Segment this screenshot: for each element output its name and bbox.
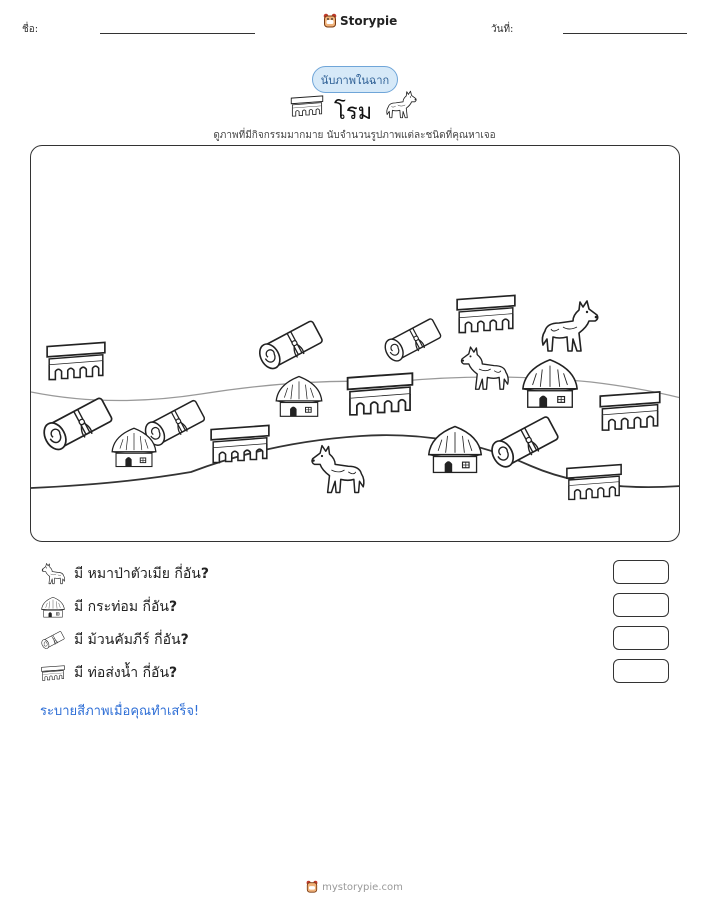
wolf-icon (311, 444, 365, 494)
hut-icon (522, 358, 578, 409)
question-wolf: มี หมาป่าตัวเมีย กี่อัน? (40, 560, 209, 588)
hut-icon (427, 425, 483, 474)
date-line[interactable] (563, 33, 687, 34)
scroll-icon (39, 395, 115, 454)
answer-box-aqueduct[interactable] (613, 659, 669, 683)
question-hut: มี กระท่อม กี่อัน? (40, 593, 177, 621)
question-text: มี กระท่อม กี่อัน (74, 599, 169, 615)
aqueduct-icon (210, 424, 270, 464)
wolf-icon (541, 300, 599, 352)
wolf-icon (40, 561, 66, 587)
question-mark: ? (180, 632, 189, 648)
wolf-icon (385, 90, 419, 120)
storypie-bear-icon (306, 880, 318, 893)
aqueduct-icon (46, 341, 106, 381)
hut-icon (40, 594, 66, 620)
question-text: มี ท่อส่งน้ำ กี่อัน (74, 665, 170, 681)
brand-logo: Storypie (323, 13, 397, 29)
scroll-icon (255, 318, 325, 374)
page-title: โรม (334, 100, 373, 125)
instruction-text: ดูภาพที่มีกิจกรรมมากมาย นับจำนวนรูปภาพแต… (213, 130, 496, 141)
question-mark: ? (168, 599, 178, 615)
brand-name: Storypie (340, 14, 398, 28)
wolf-icon (460, 346, 509, 390)
counting-scene (30, 145, 680, 542)
question-text: มี หมาป่าตัวเมีย กี่อัน (74, 566, 201, 582)
coloring-note: ระบายสีภาพเมื่อคุณทำเสร็จ! (40, 704, 200, 719)
question-aqueduct: มี ท่อส่งน้ำ กี่อัน? (40, 659, 177, 687)
answer-box-hut[interactable] (613, 593, 669, 617)
aqueduct-icon (40, 660, 66, 686)
storypie-bear-icon (323, 13, 337, 28)
scroll-icon (40, 627, 66, 653)
aqueduct-icon (599, 390, 661, 432)
aqueduct-icon (456, 294, 516, 334)
answer-box-scroll[interactable] (613, 626, 669, 650)
name-label: ชื่อ: (22, 24, 39, 35)
question-mark: ? (200, 566, 209, 582)
question-text: มี ม้วนคัมภีร์ กี่อัน (74, 632, 181, 648)
scroll-icon (381, 316, 444, 366)
date-label: วันที่: (491, 24, 514, 35)
answer-box-wolf[interactable] (613, 560, 669, 584)
aqueduct-icon (346, 372, 414, 416)
footer-site[interactable]: mystorypie.com (322, 881, 403, 893)
footer: mystorypie.com (0, 880, 709, 894)
question-mark: ? (169, 665, 178, 681)
question-scroll: มี ม้วนคัมภีร์ กี่อัน? (40, 626, 189, 654)
name-line[interactable] (100, 33, 255, 34)
aqueduct-icon (565, 463, 623, 501)
worksheet-badge: นับภาพในฉาก (312, 66, 398, 93)
aqueduct-icon (289, 94, 325, 118)
